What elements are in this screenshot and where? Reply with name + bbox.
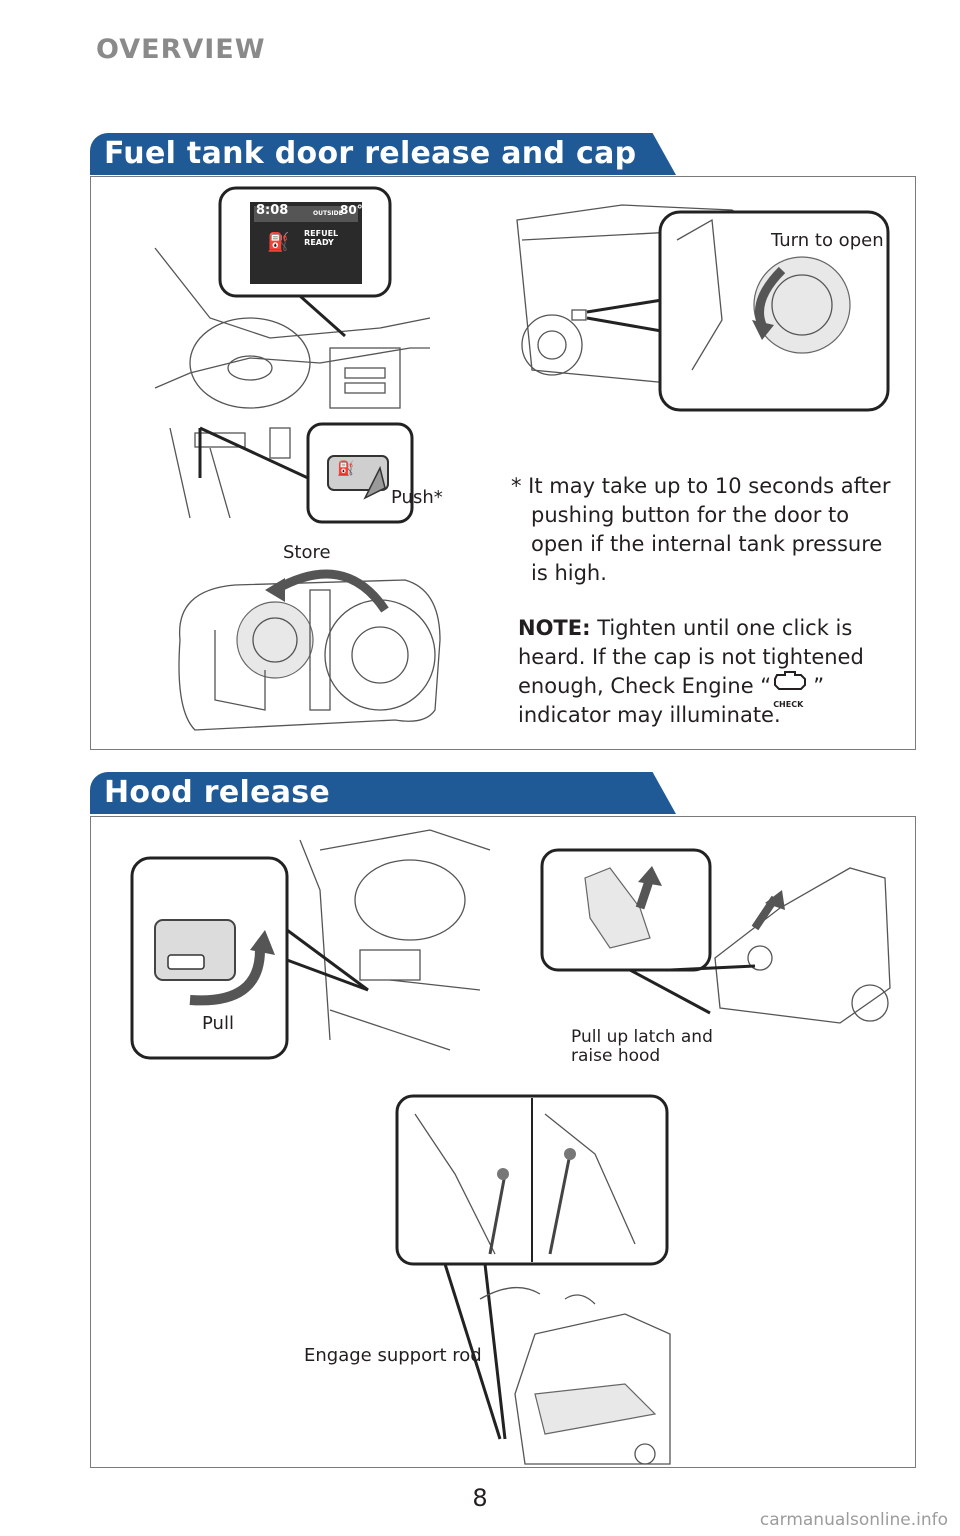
display-temp: 80°F (340, 203, 371, 217)
pull-label: Pull (202, 1013, 234, 1034)
page-number: 8 (472, 1484, 488, 1512)
fuel-cap-illustration (516, 204, 890, 412)
fuel-pump-icon: ⛽ (337, 461, 355, 477)
hood-section-title: Hood release (104, 775, 331, 810)
display-outside: OUTSIDE (313, 210, 343, 217)
fuel-door-illustration (178, 569, 441, 731)
note-label: NOTE: (518, 616, 591, 640)
section-title: OVERVIEW (96, 34, 266, 65)
fuel-section-tab: Fuel tank door release and cap (90, 133, 676, 175)
fuel-pump-icon: ⛽ (267, 232, 290, 253)
fuel-section-title: Fuel tank door release and cap (104, 136, 637, 171)
hood-latch-illustration (540, 848, 891, 1024)
watermark: carmanualsonline.info (759, 1510, 948, 1530)
display-refuel-ready: REFUEL READY (304, 229, 339, 247)
push-label: Push* (391, 487, 443, 508)
dashboard-illustration (154, 186, 431, 524)
support-rod-illustration (395, 1094, 671, 1465)
footnote: * It may take up to 10 seconds after pus… (511, 474, 891, 585)
turn-to-open-label: Turn to open (771, 230, 884, 251)
note-block: NOTE: Tighten until one click is heard. … (518, 616, 864, 727)
engage-label: Engage support rod (304, 1345, 482, 1366)
display-time: 8:08 (256, 203, 289, 218)
hood-release-illustration (130, 829, 491, 1060)
check-engine-icon: CHECK (771, 671, 813, 709)
pull-up-label: Pull up latch and raise hood (571, 1027, 713, 1066)
store-label: Store (283, 542, 331, 563)
hood-section-tab: Hood release (90, 772, 676, 814)
